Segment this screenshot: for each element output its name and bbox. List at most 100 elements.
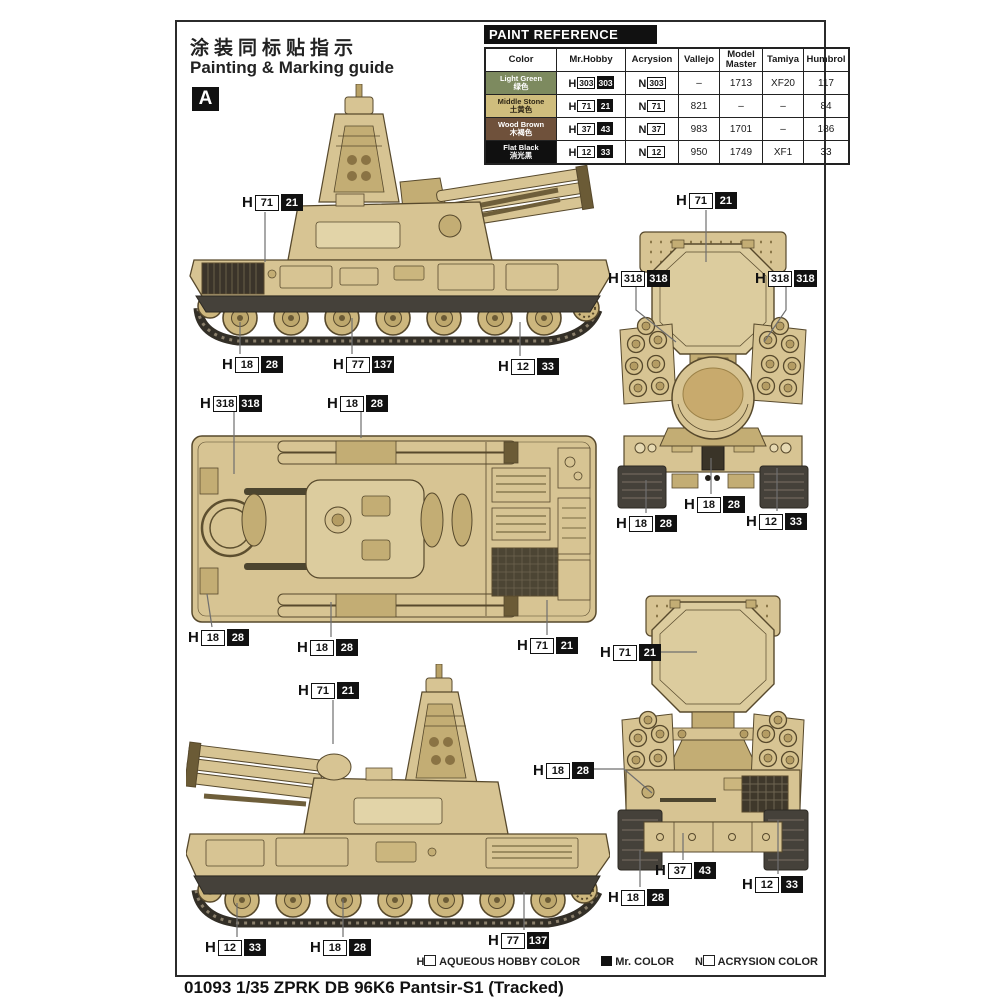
aa-gun-barrel	[203, 793, 307, 807]
tamiya-cell: XF1	[762, 140, 804, 165]
col-color: Color	[484, 47, 557, 72]
tow-bar	[660, 798, 716, 802]
color-name-cn: 消光黑	[509, 151, 533, 160]
paint-reference-table: Color Mr.Hobby Acrysion Vallejo Model Ma…	[484, 47, 850, 165]
headlight-right	[780, 442, 792, 454]
missile-tube-cluster	[186, 741, 324, 800]
mr-color-box-icon	[601, 956, 613, 966]
rear-grille	[741, 775, 789, 813]
side-view-stowed-drawing	[189, 84, 611, 346]
rear-view-drawing	[617, 595, 809, 871]
n-prefix: N	[638, 146, 647, 159]
mast-antenna	[355, 84, 363, 99]
missile-tubes-bottom	[277, 593, 517, 606]
mr-color-code: 303	[597, 76, 614, 90]
aqueous-code: 12	[577, 145, 596, 158]
mr-color-code: 21	[597, 99, 614, 113]
color-name-en: Wood Brown	[497, 120, 545, 129]
aqueous-box-icon	[424, 955, 437, 966]
n-prefix: N	[638, 100, 647, 113]
color-name-cn: 土黄色	[509, 105, 533, 114]
gun-mount	[701, 443, 725, 471]
h-prefix: H	[568, 77, 577, 90]
mr-color-code: 43	[597, 122, 614, 136]
engine-grille	[201, 262, 265, 295]
page-title-english: Painting & Marking guide	[190, 58, 395, 77]
color-system-legend: H AQUEOUS HOBBY COLOR Mr. COLOR N ACRYSI…	[399, 955, 818, 968]
track-left	[617, 465, 667, 509]
acrysion-code: 37	[647, 122, 666, 135]
missile-tubes-top	[277, 440, 517, 453]
acrysion-box-icon	[702, 955, 715, 966]
mr-color-code: 33	[597, 145, 614, 159]
top-view-drawing	[191, 435, 597, 623]
acrysion-code: 303	[647, 76, 666, 89]
h-prefix: H	[568, 100, 577, 113]
aqueous-code: 303	[577, 76, 596, 89]
tamiya-cell: –	[762, 94, 804, 118]
color-name-en: Middle Stone	[497, 97, 545, 106]
color-name-en: Flat Black	[503, 143, 539, 152]
color-swatch: Flat Black 消光黑	[484, 140, 557, 165]
acrysion-code: 71	[647, 99, 666, 112]
model-master-cell: 1701	[719, 117, 763, 141]
paint-table-header-row: Color Mr.Hobby Acrysion Vallejo Model Ma…	[484, 47, 850, 72]
humbrol-cell: 186	[803, 117, 850, 141]
color-name-cn: 木褐色	[509, 128, 533, 137]
color-swatch: Light Green 绿色	[484, 71, 557, 95]
h-prefix: H	[568, 146, 577, 159]
vallejo-cell: 821	[678, 94, 720, 118]
model-master-cell: –	[719, 94, 763, 118]
side-pod-left	[241, 493, 267, 547]
mr-color-label: Mr. COLOR	[615, 956, 674, 968]
track-skirt	[195, 295, 601, 313]
headlight-left	[634, 442, 646, 454]
col-humbrol: Humbrol	[803, 47, 850, 72]
vallejo-cell: 983	[678, 117, 720, 141]
col-acrysion: Acrysion	[625, 47, 679, 72]
color-name-cn: 绿色	[513, 82, 529, 91]
turret-roof	[305, 479, 425, 579]
acrysion-label: ACRYSION COLOR	[717, 956, 818, 968]
aqueous-prefix: H	[416, 956, 425, 968]
page-title-chinese: 涂装同标贴指示	[190, 38, 359, 59]
col-vallejo: Vallejo	[678, 47, 720, 72]
aqueous-label: AQUEOUS HOBBY COLOR	[439, 956, 581, 968]
humbrol-cell: 33	[803, 140, 850, 165]
track-skirt	[193, 875, 601, 895]
radar-octagon-panel	[651, 601, 775, 713]
tamiya-cell: –	[762, 117, 804, 141]
humbrol-cell: 84	[803, 94, 850, 118]
col-model-master: Model Master	[719, 47, 763, 72]
